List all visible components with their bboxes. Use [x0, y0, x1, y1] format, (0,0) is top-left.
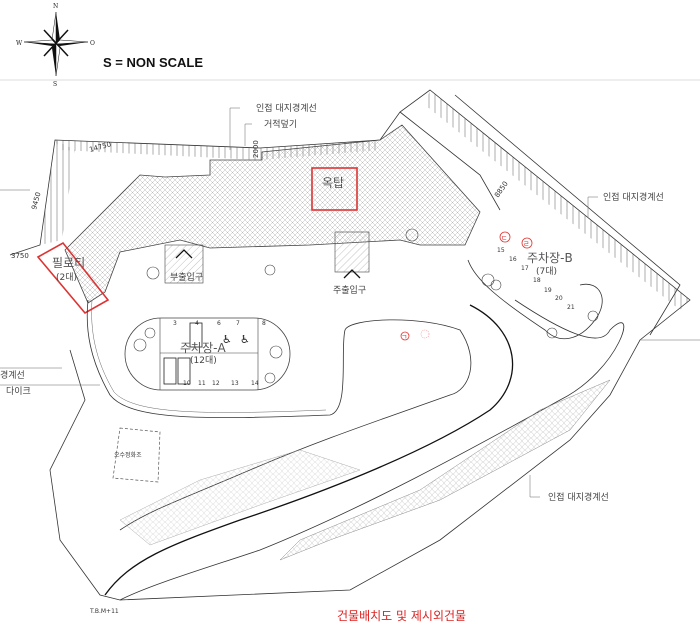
- dimension-3750: 3750: [11, 252, 29, 260]
- parking-space-number: 3: [173, 320, 177, 327]
- parking-space-number: 18: [533, 277, 541, 284]
- parking-a-count: (12대): [190, 355, 217, 366]
- rooftop-outline: [311, 167, 358, 211]
- adjacent-boundary-label-top: 인접 대지경계선: [256, 102, 317, 114]
- septic-tank-label: 오수정화조: [114, 452, 142, 459]
- tbm-label: T.B.M+11: [89, 608, 119, 615]
- car-icon: [189, 322, 203, 348]
- parking-space-number: 4: [195, 320, 199, 327]
- parking-space-number: 7: [236, 320, 240, 327]
- parking-space-number: 15: [497, 247, 505, 254]
- pilotis-label: 필로티: [52, 256, 85, 270]
- parking-space-number: 21: [567, 304, 575, 311]
- main-entrance-canopy: [334, 231, 370, 273]
- compass-east-label: O: [90, 40, 95, 47]
- marker-label: ㄷ: [501, 234, 507, 242]
- parking-space-number: 6: [217, 320, 221, 327]
- car-icon: [177, 357, 191, 385]
- septic-tank-outline: [112, 427, 161, 483]
- entrance-arrow-icon: [175, 249, 361, 279]
- marker-label: ㄱ: [401, 333, 407, 341]
- adjacent-boundary-label-right: 인접 대지경계선: [603, 191, 664, 203]
- compass-north-label: N: [53, 3, 58, 10]
- parking-space-number: 17: [521, 265, 529, 272]
- dimension-left: 9450: [30, 191, 42, 210]
- adjacent-boundary-label-left: 경계선: [0, 369, 25, 381]
- marker-circle: [499, 231, 511, 243]
- marker-label: ㄹ: [523, 240, 529, 248]
- side-entrance-label: 부출입구: [170, 271, 203, 283]
- scale-note: S = NON SCALE: [103, 55, 203, 70]
- main-entrance-label: 주출입구: [333, 284, 366, 296]
- building-footprint: [64, 124, 481, 304]
- pilotis-count: (2대): [56, 272, 77, 283]
- leader-lines: [0, 107, 700, 498]
- parking-a-label: 주차장-A: [180, 341, 226, 355]
- drawing-title: 건물배치도 및 제시외건물: [337, 609, 466, 623]
- parking-space-number: 10: [183, 380, 191, 387]
- car-icon: [163, 357, 177, 385]
- parking-space-number: 20: [555, 295, 563, 302]
- parking-space-number: 16: [509, 256, 517, 263]
- rooftop-label: 옥탑: [322, 176, 344, 190]
- parking-space-number: 11: [198, 380, 206, 387]
- marker-circle: [521, 237, 533, 249]
- tree-icons: [133, 228, 599, 384]
- parking-space-number: 14: [251, 380, 259, 387]
- dimension-top: 2000: [252, 140, 260, 158]
- accessible-parking-icon: ♿: [240, 333, 250, 346]
- pilotis-outline: [36, 241, 110, 315]
- marker-circle: [420, 329, 430, 339]
- parking-space-number: 12: [212, 380, 220, 387]
- accessible-parking-icon: ♿: [222, 333, 232, 346]
- compass-rose-icon: [23, 11, 89, 77]
- parking-b-count: (7대): [536, 266, 557, 277]
- compass-west-label: W: [16, 40, 23, 47]
- side-entrance-canopy: [164, 244, 204, 284]
- driveway: [86, 259, 625, 601]
- parking-b-label: 주차장-B: [527, 251, 573, 265]
- parking-a-area: ♿ ♿: [124, 317, 291, 391]
- dimension-8850: 8850: [493, 180, 510, 199]
- adjacent-boundary-label-bottom: 인접 대지경계선: [548, 491, 609, 503]
- compass-south-label: S: [53, 81, 57, 88]
- mat-cover-label: 거적덮기: [264, 118, 297, 130]
- parking-space-number: 13: [231, 380, 239, 387]
- dike-label: 다이크: [6, 386, 31, 397]
- parking-space-number: 19: [544, 287, 552, 294]
- marker-circle: [400, 331, 410, 341]
- parking-space-number: 8: [262, 320, 266, 327]
